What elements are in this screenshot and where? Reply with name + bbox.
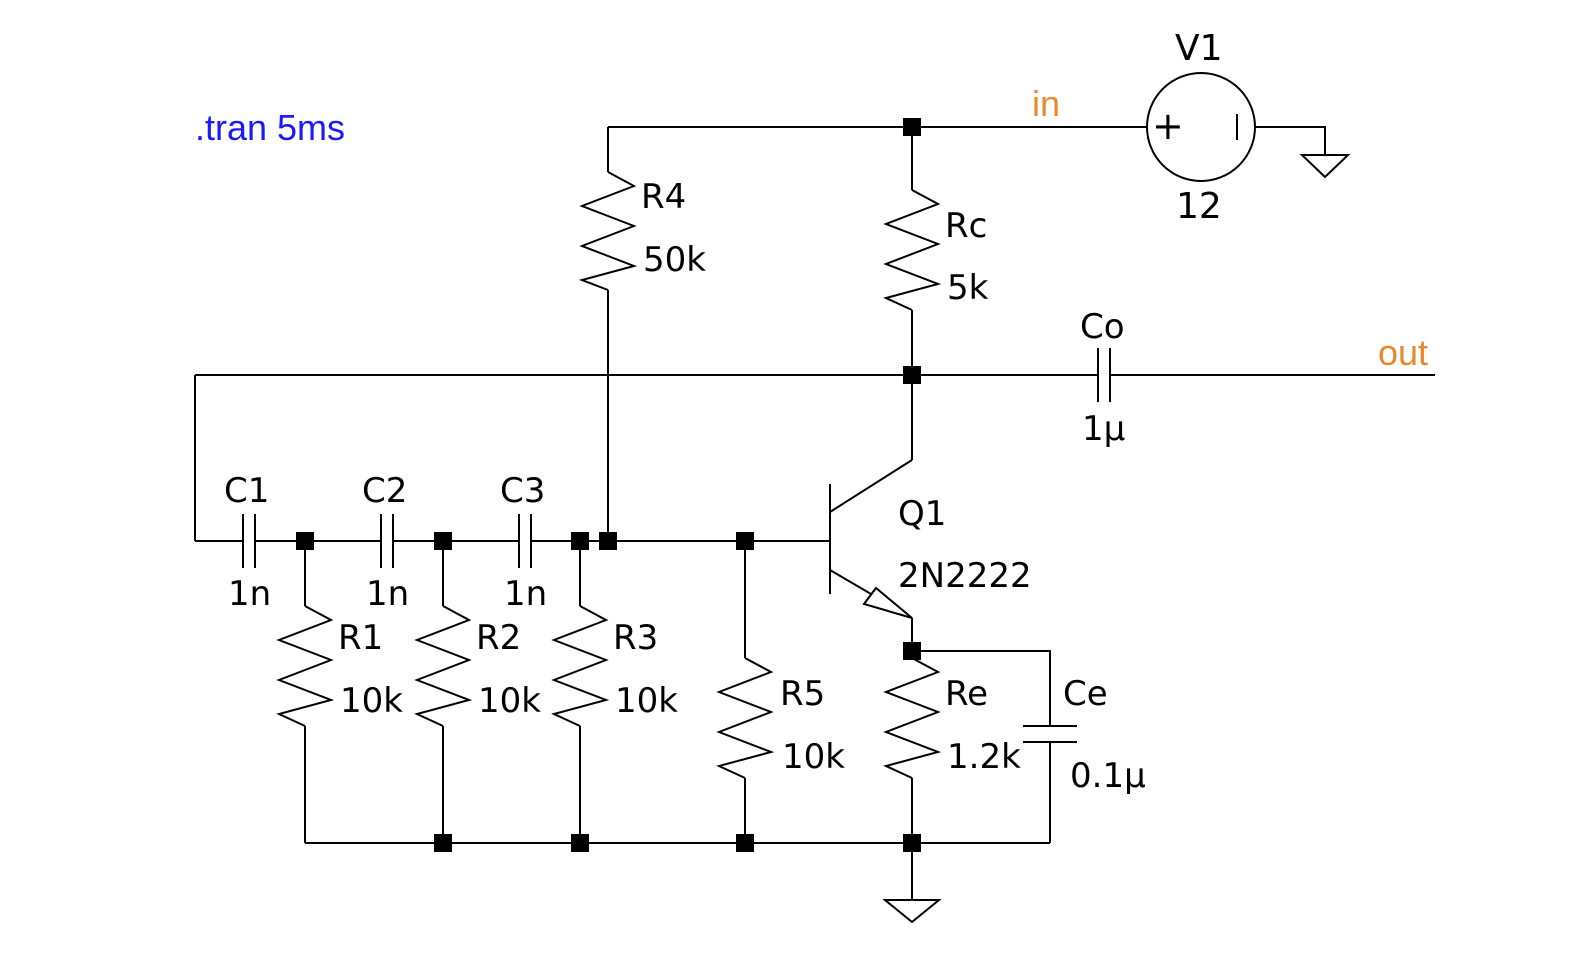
v1-ground-wire [1255,126,1326,155]
tran-directive[interactable]: .tran 5ms [195,107,345,148]
capacitor-c1[interactable]: C1 1n [224,471,271,614]
junction-dot [903,642,921,660]
capacitor-symbol [242,514,256,568]
capacitor-c2[interactable]: C2 1n [362,471,409,614]
rc-name-label: Rc [945,206,987,246]
v1-name-label: V1 [1175,28,1223,69]
r5-value-label: 10k [782,737,845,777]
ground-icon [1299,154,1351,179]
v1-value-label: 12 [1176,186,1222,227]
r5-name-label: R5 [780,674,825,714]
capacitor-ce[interactable]: Ce 0.1µ [1023,674,1146,796]
resistor-symbol [414,605,473,727]
junction-dot [599,532,617,550]
junction-dot [903,834,921,852]
junction-dot [903,366,921,384]
capacitor-symbol [1023,725,1077,743]
voltage-source-symbol [1146,72,1256,182]
resistor-symbol [716,657,775,779]
capacitor-c3[interactable]: C3 1n [500,471,547,614]
r4-name-label: R4 [641,177,686,217]
junction-dot [296,532,314,550]
r3-value-label: 10k [615,681,678,721]
resistor-symbol [551,605,610,727]
transistor-q1[interactable]: Q1 2N2222 [829,459,1032,619]
c3-name-label: C3 [500,471,545,511]
r2-name-label: R2 [476,618,521,658]
junction-dot [736,834,754,852]
junction-dot [571,532,589,550]
co-value-label: 1µ [1082,409,1125,449]
c2-value-label: 1n [366,574,409,614]
junction-dot [434,834,452,852]
resistor-r5[interactable]: R5 10k [716,657,845,779]
co-name-label: Co [1080,307,1125,347]
resistor-symbol [883,189,942,311]
capacitor-co[interactable]: Co 1µ [1080,307,1125,449]
re-name-label: Re [945,674,988,714]
re-value-label: 1.2k [947,737,1021,777]
capacitor-symbol [380,514,394,568]
transistor-collector-lead [829,459,913,513]
rc-value-label: 5k [947,268,989,308]
junction-dot [903,118,921,136]
resistor-re[interactable]: Re 1.2k [883,657,1021,779]
resistor-symbol [276,605,335,727]
resistor-symbol [578,171,638,291]
resistor-r3[interactable]: R3 10k [551,605,678,727]
v1-plus-sign: + [1152,104,1184,148]
c3-value-label: 1n [504,574,547,614]
c1-value-label: 1n [228,574,271,614]
resistor-symbol [883,657,942,779]
transistor-emitter-arrow [862,586,913,619]
r2-value-label: 10k [478,681,541,721]
net-label-out[interactable]: out [1378,332,1428,373]
resistor-r4[interactable]: R4 50k [578,171,706,291]
capacitor-symbol [1097,348,1111,402]
c1-name-label: C1 [224,471,269,511]
resistor-r1[interactable]: R1 10k [276,605,403,727]
resistor-r2[interactable]: R2 10k [414,605,541,727]
junction-dot [571,834,589,852]
q1-value-label: 2N2222 [898,556,1032,596]
q1-name-label: Q1 [898,494,946,534]
c2-name-label: C2 [362,471,407,511]
wires [194,126,1435,893]
voltage-source-v1[interactable]: + V1 12 [1146,28,1256,227]
ground-icon [882,899,942,924]
r3-name-label: R3 [613,618,658,658]
ce-name-label: Ce [1063,674,1108,714]
junction-dot [736,532,754,550]
ce-value-label: 0.1µ [1070,756,1146,796]
resistor-rc[interactable]: Rc 5k [883,189,989,311]
r1-name-label: R1 [338,618,383,658]
r4-value-label: 50k [643,240,706,280]
junctions [296,118,921,852]
capacitor-symbol [518,514,532,568]
net-label-in[interactable]: in [1032,83,1060,124]
r1-value-label: 10k [340,681,403,721]
ce-top-wire [912,650,1051,726]
junction-dot [434,532,452,550]
